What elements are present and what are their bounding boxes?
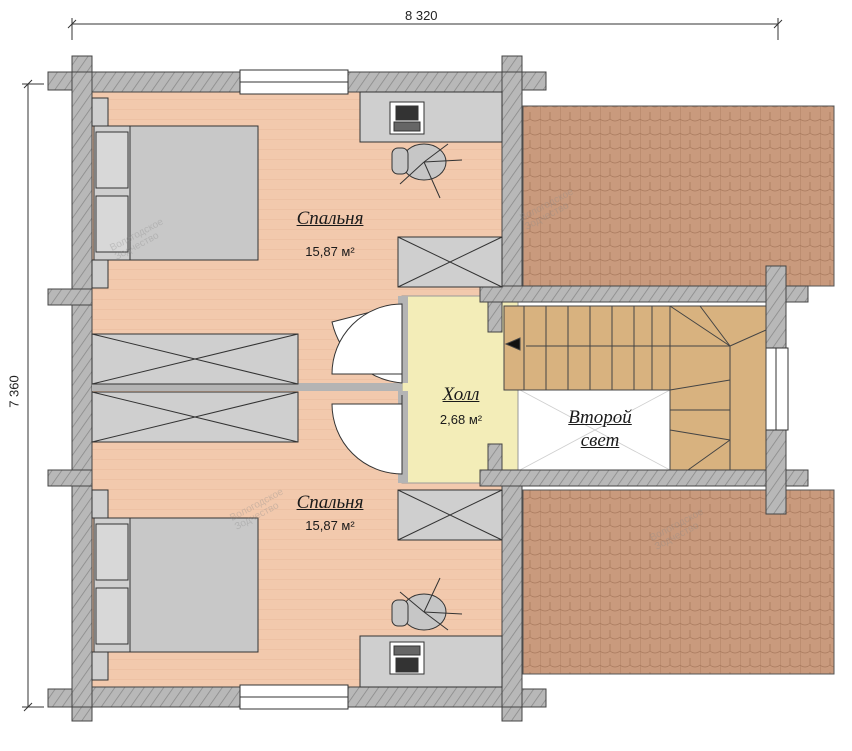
walls	[47, 55, 809, 722]
bed-top	[91, 97, 259, 289]
staircase	[503, 305, 767, 471]
second-light-label-line2: свет	[580, 430, 620, 451]
desk-bottom	[359, 635, 503, 688]
void-cross-lines	[519, 389, 671, 471]
partition-hall-top	[398, 296, 408, 383]
room-area-bedroom-bottom: 15,87 м²	[305, 518, 355, 533]
room-name-hall: Холл	[442, 384, 480, 405]
width-dimension-label: 8 320	[405, 8, 438, 23]
bed-bottom	[91, 489, 259, 681]
desk-top	[359, 91, 503, 143]
partition-hall-bottom	[398, 391, 408, 483]
room-area-bedroom-top: 15,87 м²	[305, 244, 355, 259]
height-dimension-label: 7 360	[6, 375, 22, 408]
room-area-hall: 2,68 м²	[439, 412, 483, 427]
second-light-label-line1: Второй	[568, 407, 632, 428]
partition-horizontal	[92, 383, 402, 391]
windows	[239, 69, 789, 710]
roof-bottom-right	[522, 489, 835, 675]
chair-top	[391, 143, 463, 199]
wardrobes	[91, 236, 503, 541]
room-name-bedroom-top: Спальня	[296, 208, 364, 229]
doors	[331, 303, 403, 475]
room-name-bedroom-bottom: Спальня	[296, 492, 364, 513]
dimension-lines	[22, 18, 783, 712]
roof-top-right	[522, 105, 835, 287]
chair-bottom	[391, 577, 463, 631]
